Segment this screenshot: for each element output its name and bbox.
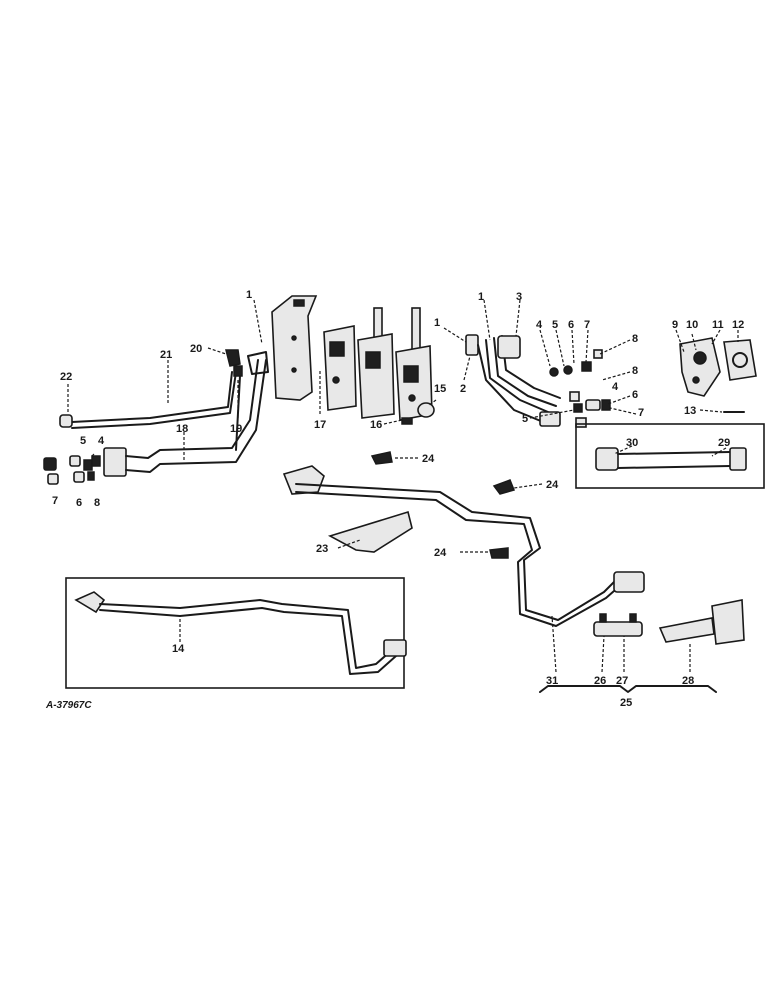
valve-bracket — [271, 295, 318, 401]
callout-15: 15 — [434, 383, 446, 395]
clamp-23 — [327, 510, 413, 553]
callout-30: 30 — [626, 437, 638, 449]
callout-6: 6 — [76, 497, 82, 509]
tube-assembly-18 — [103, 351, 269, 477]
callout-14: 14 — [172, 643, 185, 655]
callout-12: 12 — [732, 319, 744, 331]
callout-24: 24 — [434, 547, 447, 559]
callout-7: 7 — [638, 407, 644, 419]
callout-1: 1 — [434, 317, 440, 329]
callout-22: 22 — [60, 371, 72, 383]
tee-26-27 — [593, 613, 643, 637]
callout-8: 8 — [94, 497, 100, 509]
callout-26: 26 — [594, 675, 606, 687]
clip-24-b — [492, 479, 516, 495]
callout-16: 16 — [370, 419, 382, 431]
callout-1: 1 — [246, 289, 252, 301]
callout-8: 8 — [632, 365, 638, 377]
callout-11: 11 — [712, 319, 724, 331]
tube-14-box — [65, 577, 405, 689]
callout-6: 6 — [632, 389, 638, 401]
callout-4: 4 — [536, 319, 543, 331]
cap-22 — [59, 414, 73, 428]
callout-4: 4 — [612, 381, 619, 393]
callout-28: 28 — [682, 675, 694, 687]
tube-21 — [71, 371, 237, 429]
drawing-reference: A-37967C — [45, 700, 92, 711]
control-valve-right — [395, 307, 433, 421]
tube-group-right — [465, 334, 561, 427]
pump-assembly — [679, 337, 721, 397]
hose-box — [575, 423, 765, 489]
callout-3: 3 — [516, 291, 522, 303]
callout-24: 24 — [422, 453, 435, 465]
callout-7: 7 — [584, 319, 590, 331]
callout-2: 2 — [460, 383, 466, 395]
fittings-left — [43, 455, 101, 485]
callout-17: 17 — [314, 419, 326, 431]
hose-29 — [595, 447, 747, 471]
callout-6: 6 — [568, 319, 574, 331]
leader-lines — [67, 299, 739, 673]
callout-1: 1 — [478, 291, 484, 303]
callout-10: 10 — [686, 319, 698, 331]
callout-21: 21 — [160, 349, 172, 361]
control-valve-middle — [357, 307, 395, 419]
clip-24-c — [489, 547, 509, 559]
callout-4: 4 — [98, 435, 105, 447]
callout-7: 7 — [52, 495, 58, 507]
clip-24-a — [370, 451, 393, 465]
callout-27: 27 — [616, 675, 628, 687]
callout-5: 5 — [80, 435, 86, 447]
gasket-12 — [723, 339, 757, 381]
callout-19: 19 — [230, 423, 242, 435]
callout-8: 8 — [632, 333, 638, 345]
callout-13: 13 — [684, 405, 696, 417]
callout-25: 25 — [620, 697, 632, 709]
callout-5: 5 — [552, 319, 558, 331]
callout-9: 9 — [672, 319, 678, 331]
callout-labels: 1 20 21 22 18 19 17 16 15 5 4 7 6 8 1 3 … — [45, 289, 744, 711]
callout-20: 20 — [190, 343, 202, 355]
fittings-right — [549, 349, 611, 428]
control-valve-left — [323, 325, 357, 411]
tube-assembly-31 — [282, 465, 645, 627]
elbow-28 — [658, 599, 745, 645]
plug-15-16 — [401, 402, 435, 425]
tube-14 — [74, 591, 407, 675]
callout-5: 5 — [522, 413, 528, 425]
callout-24: 24 — [546, 479, 559, 491]
callout-18: 18 — [176, 423, 188, 435]
group-25-bracket — [539, 685, 717, 693]
callout-31: 31 — [546, 675, 558, 687]
elbow-20 — [225, 349, 241, 367]
callout-29: 29 — [718, 437, 730, 449]
callout-23: 23 — [316, 543, 328, 555]
